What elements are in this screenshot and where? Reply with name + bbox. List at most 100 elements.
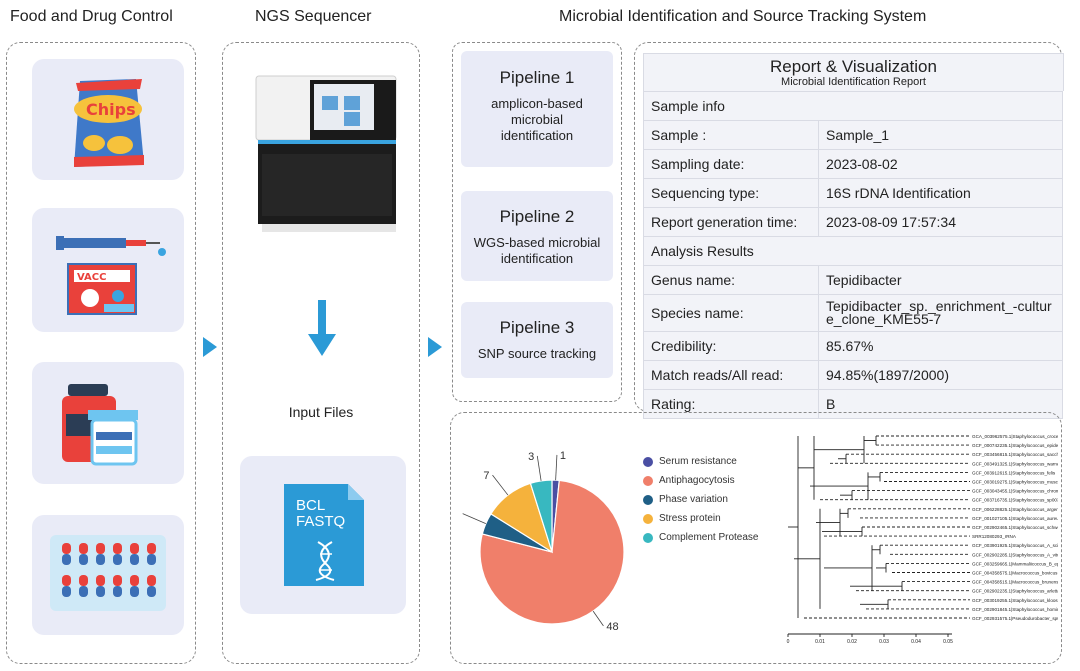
table-row: Sequencing type:16S rDNA Identification — [643, 178, 1063, 208]
pill-icon — [147, 575, 156, 597]
tree-leaf-label: GCF_002901845.1|Staphylococcus_hominis — [972, 607, 1058, 612]
pill-icon — [96, 543, 105, 565]
bcl-label: BCL — [296, 497, 326, 514]
tree-leaf-label: GCF_003456815.1|Staphylococcus_saccharol… — [972, 452, 1058, 457]
arrow-right-2-icon — [428, 337, 442, 357]
report-header: Report & Visualization Microbial Identif… — [643, 53, 1064, 91]
pill-icon — [113, 543, 122, 565]
table-row: Match reads/All read:94.85%(1897/2000) — [643, 360, 1063, 390]
pie-chart: 148373 — [462, 450, 625, 633]
tree-axis-tick-label: 0.02 — [847, 639, 857, 645]
table-row: Genus name:Tepidibacter — [643, 265, 1063, 295]
pipeline-2-desc-1: WGS-based microbial — [473, 235, 601, 250]
svg-text:VACC: VACC — [77, 272, 106, 283]
chips-bag-icon: Chips — [74, 79, 144, 167]
tree-leaf-label: GCF_002931575.1|Pseudodurobacter_sp00293… — [972, 616, 1058, 621]
fastq-label: FASTQ — [296, 513, 346, 530]
legend-item: Stress protein — [643, 509, 759, 528]
legend-label: Complement Protease — [659, 532, 759, 543]
row-label: Match reads/All read: — [643, 360, 819, 390]
legend-item: Phase variation — [643, 490, 759, 509]
row-value: B — [818, 389, 1063, 419]
legend-dot-icon — [643, 532, 653, 543]
tree-leaf-label: GCF_003259665.1|Mammaliicoccus_B_epiderm… — [972, 561, 1058, 566]
pipeline-1-card: Pipeline 1 amplicon-based microbial iden… — [461, 51, 613, 167]
pie-leader-line — [555, 454, 558, 481]
pie-leader-line — [462, 513, 486, 524]
row-value: 94.85%(1897/2000) — [818, 360, 1063, 390]
legend-label: Phase variation — [659, 494, 728, 505]
row-label: Sampling date: — [643, 149, 819, 179]
tree-leaf-label: GCF_001027105.1|Staphylococcus_aureus — [972, 516, 1058, 521]
legend-item: Complement Protease — [643, 528, 759, 547]
analysis-results-row: Analysis Results — [643, 236, 1063, 266]
row-value: 2023-08-09 17:57:34 — [818, 207, 1063, 237]
row-label: Rating: — [643, 389, 819, 419]
visualization-panel — [450, 412, 1062, 664]
pill-icon — [79, 543, 88, 565]
tree-axis-tick-label: 0.04 — [911, 639, 921, 645]
table-row: Species name:Tepidibacter_sp._enrichment… — [643, 294, 1063, 332]
report-table: Sample info Sample :Sample_1 Sampling da… — [643, 91, 1063, 419]
sample-info-header: Sample info — [643, 91, 1063, 121]
ngs-title: NGS Sequencer — [255, 8, 372, 25]
tree-leaf-label: GCF_004358515.1|Macrococcus_brunensis — [972, 580, 1058, 585]
legend-dot-icon — [643, 475, 653, 486]
legend-item: Serum resistance — [643, 452, 759, 471]
table-row: Sampling date:2023-08-02 — [643, 149, 1063, 179]
tree-axis-tick-label: 0 — [787, 639, 790, 645]
svg-text:Chips: Chips — [86, 100, 136, 119]
input-files-label: Input Files — [288, 404, 354, 420]
medicine-card — [32, 362, 184, 484]
pipeline-1-desc-3: identification — [500, 128, 574, 143]
row-value: 85.67% — [818, 331, 1063, 361]
tree-leaf-label: GCF_002902285.1|Staphylococcus_A_vitulin… — [972, 552, 1058, 557]
pipeline-1-title: Pipeline 1 — [499, 68, 575, 87]
vaccine-card: VACC — [32, 208, 184, 332]
table-row: Credibility:85.67% — [643, 331, 1063, 361]
row-value: Sample_1 — [818, 120, 1063, 150]
ngs-panel — [222, 42, 420, 664]
table-row: Sample :Sample_1 — [643, 120, 1063, 150]
legend-item: Antiphagocytosis — [643, 471, 759, 490]
tree-leaf-label: GCF_003491325.1|Staphylococcus_warneri_A — [972, 461, 1058, 466]
legend-label: Antiphagocytosis — [659, 475, 735, 486]
row-label: Report generation time: — [643, 207, 819, 237]
report-title: Report & Visualization — [770, 57, 937, 76]
tree-leaf-label: GCF_003912615.1|Staphylococcus_felis — [972, 470, 1056, 475]
pill-blister-icon — [50, 535, 166, 611]
medicine-bottle-icon — [62, 384, 138, 466]
food-drug-title: Food and Drug Control — [10, 8, 173, 25]
pills-card — [32, 515, 184, 635]
tree-leaf-label: GCF_002902235.1|Staphylococcus_arlettae — [972, 589, 1058, 594]
tree-leaf-label: GCF_002902465.1|Staphylococcus_schweitze… — [972, 525, 1058, 530]
pipeline-3-desc-1: SNP source tracking — [477, 346, 597, 361]
arrow-right-1-icon — [203, 337, 217, 357]
pill-icon — [96, 575, 105, 597]
report-content: Report & Visualization Microbial Identif… — [643, 53, 1064, 419]
row-value: Tepidibacter_sp._enrichment_-culture_clo… — [818, 294, 1063, 332]
pie-slice-label: 3 — [528, 451, 534, 463]
table-row: Report generation time:2023-08-09 17:57:… — [643, 207, 1063, 237]
table-row: Rating:B — [643, 389, 1063, 419]
tree-leaf-label: GCF_003043455.1|Staphylococcus_chromogen… — [972, 489, 1058, 494]
legend-dot-icon — [643, 456, 653, 467]
sample-info-row: Sample info — [643, 91, 1063, 121]
legend-dot-icon — [643, 513, 653, 524]
pipelines-panel — [452, 42, 622, 402]
pill-icon — [62, 575, 71, 597]
pill-icon — [113, 575, 122, 597]
legend-label: Serum resistance — [659, 456, 737, 467]
sequencer-machine-icon — [255, 75, 397, 232]
row-label: Credibility: — [643, 331, 819, 361]
file-document-icon — [284, 484, 364, 586]
legend-dot-icon — [643, 494, 653, 505]
row-value: 2023-08-02 — [818, 149, 1063, 179]
pipeline-1-desc-2: microbial — [510, 112, 563, 127]
pie-slice-label: 48 — [606, 621, 618, 633]
tree-leaf-label: GCA_003962575.1|Staphylococcus_croceilyt… — [972, 434, 1058, 439]
pipeline-2-title: Pipeline 2 — [499, 207, 575, 226]
tree-leaf-label: GCF_004358575.1|Macrococcus_bovicus — [972, 571, 1058, 576]
arrow-down-icon — [308, 300, 336, 356]
